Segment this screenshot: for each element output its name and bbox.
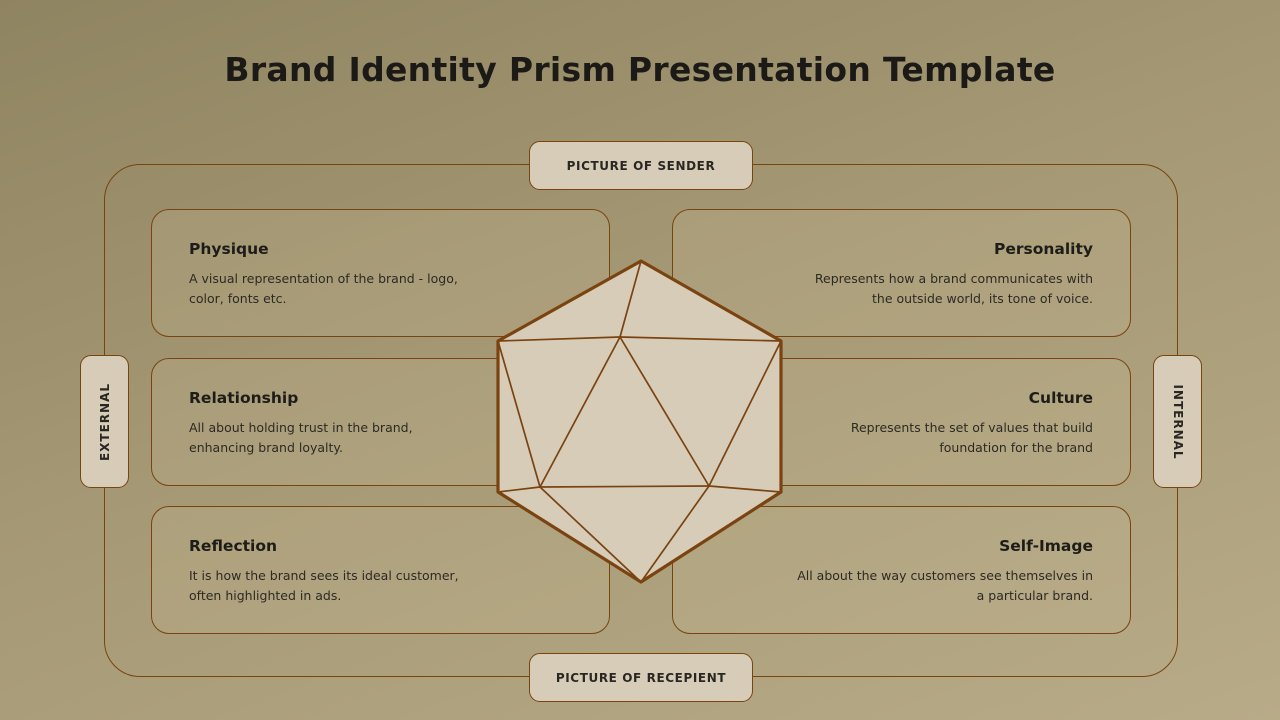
card-relationship-description: All about holding trust in the brand, en… bbox=[189, 418, 489, 458]
card-relationship-line-1: All about holding trust in the brand, bbox=[189, 420, 413, 435]
card-relationship-title: Relationship bbox=[189, 389, 299, 407]
card-physique-line-2: color, fonts etc. bbox=[189, 291, 287, 306]
card-self-image-title: Self-Image bbox=[999, 537, 1093, 555]
label-picture-of-sender-text: PICTURE OF SENDER bbox=[566, 158, 716, 173]
card-personality-line-1: Represents how a brand communicates with bbox=[814, 271, 1093, 286]
card-physique-line-1: A visual representation of the brand - l… bbox=[189, 271, 458, 286]
card-culture-line-1: Represents the set of values that build bbox=[850, 420, 1093, 435]
card-culture-title: Culture bbox=[1028, 389, 1093, 407]
label-external: EXTERNAL bbox=[80, 355, 129, 488]
label-internal: INTERNAL bbox=[1153, 355, 1202, 488]
prism-facets bbox=[497, 260, 782, 583]
card-personality: Personality Represents how a brand commu… bbox=[672, 209, 1131, 337]
label-picture-of-recipient-text: PICTURE OF RECEPIENT bbox=[555, 670, 727, 685]
prism-outline bbox=[496, 259, 783, 584]
label-picture-of-sender: PICTURE OF SENDER bbox=[529, 141, 753, 190]
card-reflection-title: Reflection bbox=[189, 537, 278, 555]
card-self-image-line-1: All about the way customers see themselv… bbox=[797, 568, 1093, 583]
card-relationship-line-2: enhancing brand loyalty. bbox=[189, 440, 343, 455]
card-culture-description: Represents the set of values that build … bbox=[793, 418, 1093, 458]
label-internal-text: INTERNAL bbox=[1170, 383, 1185, 460]
card-reflection: Reflection It is how the brand sees its … bbox=[151, 506, 610, 634]
card-personality-line-2: the outside world, its tone of voice. bbox=[872, 291, 1093, 306]
label-picture-of-recipient: PICTURE OF RECEPIENT bbox=[529, 653, 753, 702]
card-physique-description: A visual representation of the brand - l… bbox=[189, 269, 489, 309]
card-physique: Physique A visual representation of the … bbox=[151, 209, 610, 337]
label-external-text: EXTERNAL bbox=[97, 382, 112, 461]
card-self-image-description: All about the way customers see themselv… bbox=[793, 566, 1093, 606]
card-reflection-line-1: It is how the brand sees its ideal custo… bbox=[189, 568, 459, 583]
card-self-image-line-2: a particular brand. bbox=[976, 588, 1093, 603]
icosahedron-prism-icon bbox=[496, 259, 783, 584]
card-reflection-line-2: often highlighted in ads. bbox=[189, 588, 342, 603]
card-culture-line-2: foundation for the brand bbox=[939, 440, 1093, 455]
card-physique-title: Physique bbox=[189, 240, 269, 258]
card-self-image: Self-Image All about the way customers s… bbox=[672, 506, 1131, 634]
page-title: Brand Identity Prism Presentation Templa… bbox=[224, 50, 1056, 89]
card-personality-description: Represents how a brand communicates with… bbox=[793, 269, 1093, 309]
card-reflection-description: It is how the brand sees its ideal custo… bbox=[189, 566, 489, 606]
card-personality-title: Personality bbox=[993, 240, 1093, 258]
